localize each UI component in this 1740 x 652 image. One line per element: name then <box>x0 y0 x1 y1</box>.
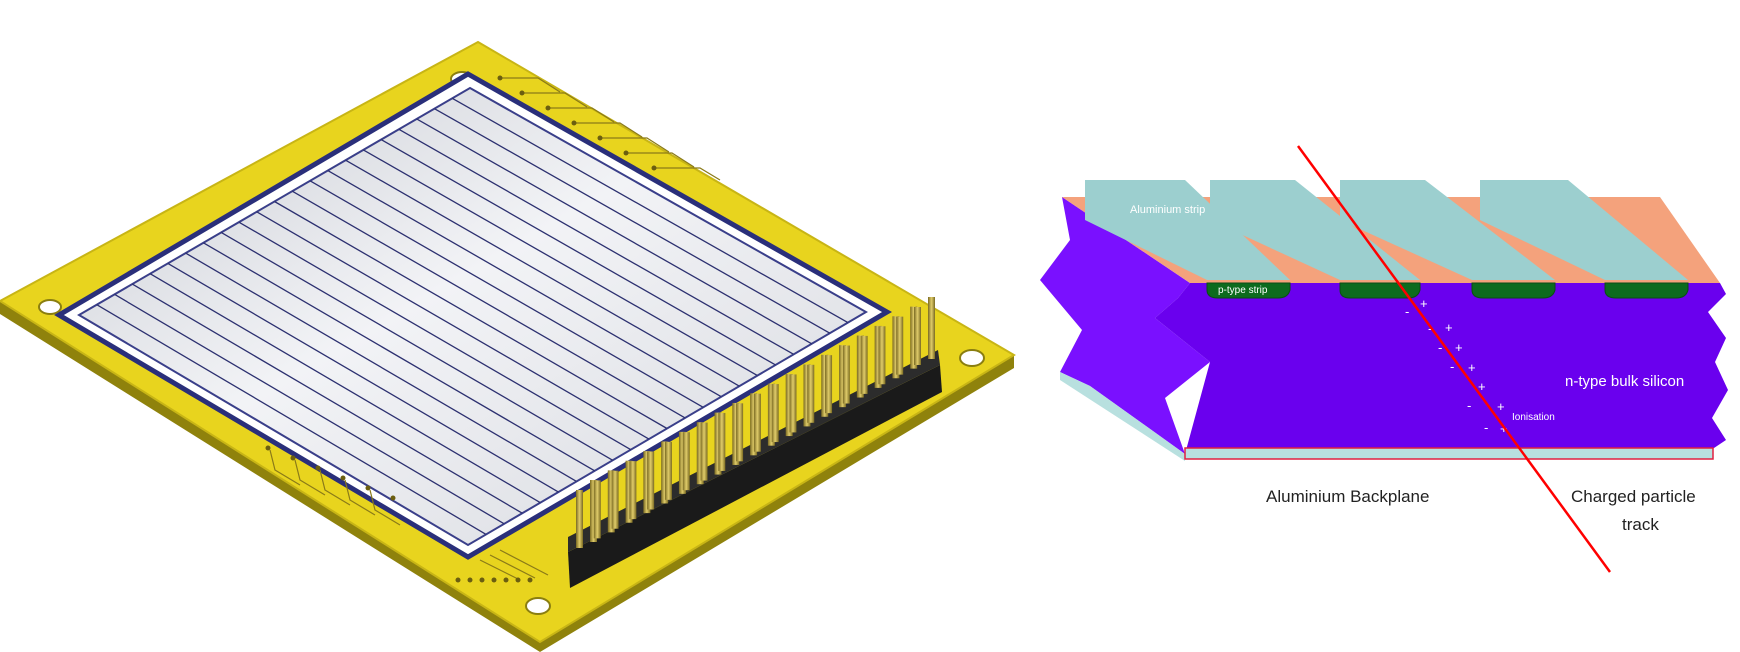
label-backplane: Aluminium Backplane <box>1266 487 1429 506</box>
p-type-strips <box>1206 282 1689 299</box>
header-pin <box>611 470 619 529</box>
svg-text:+: + <box>1478 379 1486 394</box>
aluminium-strips <box>1085 180 1688 280</box>
label-ionisation: Ionisation <box>1512 412 1555 423</box>
header-pin <box>732 402 740 465</box>
sensor-strip <box>451 97 849 324</box>
backplane-side <box>1060 372 1185 461</box>
svg-text:+: + <box>1455 340 1463 355</box>
sensor-strips <box>96 97 849 535</box>
pcb-traces <box>269 77 721 581</box>
header-pin <box>839 345 847 408</box>
header-pin <box>807 364 815 423</box>
header-pin <box>914 307 921 365</box>
sensor-strip <box>380 139 776 366</box>
svg-text:+: + <box>1445 320 1453 335</box>
label-track-line2: track <box>1622 515 1659 534</box>
sensor-strip <box>220 231 614 461</box>
sensor-strip <box>309 180 704 408</box>
sensor-strip <box>185 252 577 483</box>
svg-text:-: - <box>1484 420 1488 435</box>
sensor-strip <box>398 128 794 355</box>
header-pin <box>714 412 722 475</box>
label-n-type-bulk: n-type bulk silicon <box>1565 373 1684 390</box>
header-pin <box>750 393 758 456</box>
header-pin <box>767 383 775 446</box>
header-pin <box>856 335 864 398</box>
svg-text:+: + <box>1497 399 1505 414</box>
header-pin <box>878 326 886 385</box>
header-pin <box>682 432 690 491</box>
sensor-strip <box>114 293 505 525</box>
n-type-bulk <box>1155 283 1728 454</box>
header-pin <box>700 422 708 481</box>
sensor-strip <box>203 242 595 472</box>
header-pin <box>928 297 935 359</box>
sensor-strip <box>345 159 740 387</box>
header-pin <box>647 451 655 510</box>
header-pin <box>825 355 833 414</box>
label-p-type-strip: p-type strip <box>1218 285 1268 296</box>
sensor-strip <box>327 169 722 398</box>
header-pin <box>607 470 615 533</box>
sensor-strip <box>131 283 523 514</box>
header-pin <box>643 451 651 514</box>
header-pin <box>593 480 601 539</box>
header-pin <box>789 374 797 433</box>
sensor-strip <box>167 262 559 493</box>
header-pin <box>629 461 637 520</box>
header-pin <box>661 441 669 504</box>
svg-text:+: + <box>1420 296 1428 311</box>
particle-track <box>1296 145 1612 573</box>
header-pin <box>821 354 829 417</box>
header-pins <box>576 297 935 548</box>
sensor-strip <box>256 211 650 440</box>
pcb-pads <box>265 75 657 583</box>
aluminium-backplane <box>1184 447 1714 460</box>
header-pin <box>625 460 633 523</box>
sensor-strip <box>291 190 686 419</box>
header-pin <box>576 490 583 548</box>
label-track-line1: Charged particle <box>1571 487 1696 506</box>
header-pin <box>896 316 904 375</box>
sensor-strip <box>96 304 487 535</box>
detector-module <box>0 40 1016 652</box>
svg-text:-: - <box>1467 398 1471 413</box>
header-pin <box>736 403 744 462</box>
header-pin <box>860 335 868 394</box>
sensor-strip <box>363 149 758 377</box>
sensor-strip <box>274 200 668 430</box>
svg-text:-: - <box>1450 359 1454 374</box>
pin-header-body <box>568 365 942 588</box>
header-pin <box>803 364 811 427</box>
label-aluminium-strip: Aluminium strip <box>1130 204 1205 216</box>
header-pin <box>664 441 672 500</box>
header-pin <box>892 316 900 379</box>
sensor-strip <box>434 108 831 334</box>
header-pin <box>718 412 726 471</box>
svg-text:-: - <box>1405 304 1409 319</box>
header-pin <box>771 384 779 443</box>
sensor-strip <box>238 221 632 451</box>
header-pin <box>874 325 882 388</box>
svg-text:+: + <box>1468 360 1476 375</box>
header-pin <box>678 431 686 494</box>
cross-section: -+ -+ -+ -+ +- +- + Aluminium strip p-ty… <box>1040 145 1728 573</box>
sensor-strip <box>149 273 541 504</box>
svg-text:-: - <box>1438 340 1442 355</box>
header-pin <box>910 306 918 369</box>
header-pin <box>842 345 850 404</box>
header-pin <box>785 374 793 437</box>
header-pin <box>696 422 704 485</box>
bulk-side-face <box>1040 197 1210 454</box>
sensor-strip <box>416 118 813 345</box>
header-pin <box>753 393 761 452</box>
header-pin <box>590 480 597 542</box>
